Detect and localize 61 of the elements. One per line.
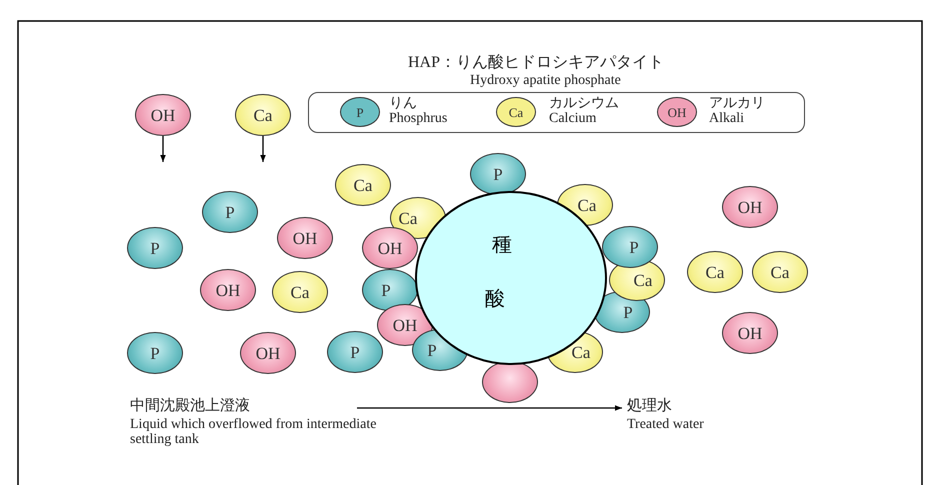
ion-circle [335, 164, 391, 206]
ion-symbol: P [150, 240, 160, 256]
ion-symbol: OH [738, 198, 762, 216]
ion-symbol: P [350, 344, 360, 360]
legend-label: りん Phosphrus [389, 96, 448, 126]
ion-symbol: Ca [634, 272, 652, 288]
ion-circle [277, 217, 333, 259]
ion-symbol: OH [216, 282, 240, 298]
ion-circle [362, 227, 418, 269]
ion-circle [272, 271, 328, 313]
ion-circle [722, 312, 778, 354]
subtitle: Hydroxy apatite phosphate [470, 73, 621, 89]
ion-symbol: Ca [254, 106, 272, 124]
ion-circle [722, 186, 778, 228]
outflow-description: Treated water [627, 417, 705, 432]
ion-symbol: OH [738, 324, 762, 342]
ion-circle [752, 251, 808, 293]
ion-symbol: Ca [572, 344, 590, 360]
ion-circle [127, 332, 183, 374]
ion-symbol: P [427, 342, 437, 358]
legend-label: カルシウム Calcium [549, 96, 619, 126]
ion-circle [327, 331, 383, 373]
ion-symbol: OH [256, 344, 280, 362]
ion-symbol: OH [150, 106, 176, 124]
ion-symbol: P [381, 282, 391, 298]
ion-circle [202, 191, 258, 233]
swatch-symbol: Ca [508, 106, 524, 118]
ion-symbol: Ca [770, 264, 790, 280]
ion-symbol: P [623, 304, 633, 320]
ion-symbol: P [493, 166, 503, 182]
title: HAP：りん酸ヒドロシキアパタイト [408, 53, 664, 73]
seed-label: 酸 [485, 285, 505, 312]
ion-circle [127, 227, 183, 269]
ion-circle [687, 251, 743, 293]
seed-label: 種 [492, 231, 512, 258]
outflow-label: 処理水 [627, 399, 673, 414]
inflow-description: Liquid which overflowed from intermediate settling tank [130, 417, 378, 447]
swatch-symbol: OH [668, 106, 686, 118]
ion-symbol: P [629, 238, 639, 256]
legend-label: アルカリ Alkali [709, 96, 765, 126]
ion-symbol: OH [292, 230, 318, 246]
ion-circle [240, 332, 296, 374]
arrow [357, 405, 622, 411]
arrow [160, 136, 166, 162]
ion-symbol: Ca [398, 210, 418, 226]
ion-symbol: P [225, 204, 235, 220]
ion-circle [482, 361, 538, 403]
ion-circle [602, 226, 658, 268]
ion-symbol: Ca [290, 284, 310, 300]
ion-symbol: OH [392, 316, 418, 334]
ion-symbol: Ca [578, 196, 596, 214]
inflow-label: 中間沈殿池上澄液 [130, 399, 251, 414]
ion-symbol: OH [378, 240, 402, 256]
arrow [260, 136, 266, 162]
ion-symbol: Ca [354, 176, 372, 194]
ion-circle [200, 269, 256, 311]
ion-circle [362, 269, 418, 311]
ion-symbol: P [150, 344, 160, 362]
ion-symbol: Ca [706, 264, 724, 280]
swatch-symbol: P [356, 106, 364, 118]
ion-circle [470, 153, 526, 195]
